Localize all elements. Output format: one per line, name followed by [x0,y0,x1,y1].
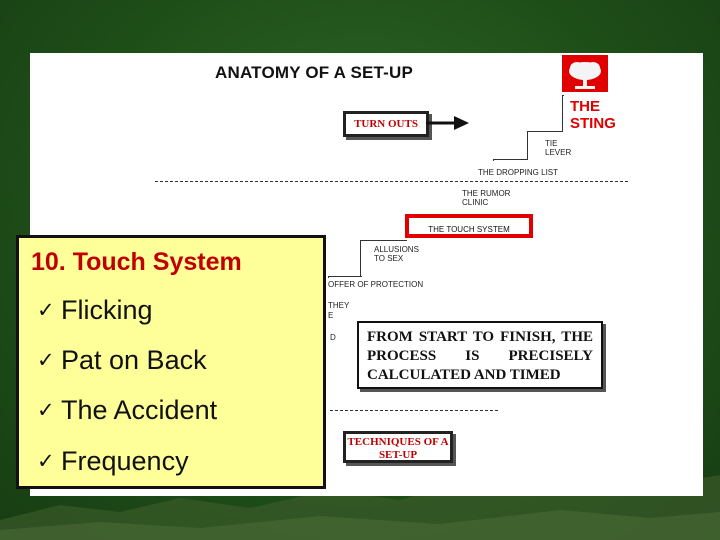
stair-step [562,95,564,132]
check-icon: ✓ [37,399,55,422]
allusions-label: ALLUSIONS TO SEX [374,245,419,263]
they-label: THEY [328,301,350,310]
touch-system-callout: 10. Touch System ✓ Flicking ✓ Pat on Bac… [16,235,326,489]
arrow-icon [426,116,469,130]
list-item-label: Pat on Back [61,345,207,375]
stair-step [360,240,407,242]
list-item: ✓ Frequency [37,446,189,477]
list-item: ✓ Pat on Back [37,345,207,376]
stair-step [328,276,362,278]
rumor-clinic-label: THE RUMOR CLINIC [462,189,511,207]
list-item: ✓ The Accident [37,395,218,426]
check-icon: ✓ [37,349,55,372]
sting-image [562,55,608,92]
divider-line [155,181,628,182]
turnouts-box: TURN OUTS [343,111,429,137]
touch-system-box: THE TOUCH SYSTEM [405,214,533,238]
sting-label: THE STING [570,98,616,132]
check-icon: ✓ [37,450,55,473]
process-note-box: FROM START TO FINISH, THE PROCESS IS PRE… [357,321,603,389]
d-label: D [330,333,336,342]
divider-line [330,410,498,411]
e-label: E [328,311,334,320]
callout-title: 10. Touch System [31,248,242,276]
list-item: ✓ Flicking [37,295,153,326]
techniques-box: TECHNIQUES OF A SET-UP [343,431,453,463]
stair-step [360,240,362,276]
dropping-list-label: THE DROPPING LIST [478,168,559,177]
sting-label-line1: THE [570,98,600,115]
tree-icon [569,62,601,89]
list-item-label: The Accident [61,395,218,425]
tie-lever-label: TIE LEVER [545,139,572,157]
sting-label-line2: STING [570,115,616,132]
offer-protection-label: OFFER OF PROTECTION [328,280,424,289]
list-item-label: Flicking [61,295,153,325]
stair-step [527,131,563,160]
check-icon: ✓ [37,299,55,322]
stair-step [493,159,528,161]
mountain-silhouette [0,470,720,540]
list-item-label: Frequency [61,446,189,476]
diagram-title: ANATOMY OF A SET-UP [215,63,414,82]
